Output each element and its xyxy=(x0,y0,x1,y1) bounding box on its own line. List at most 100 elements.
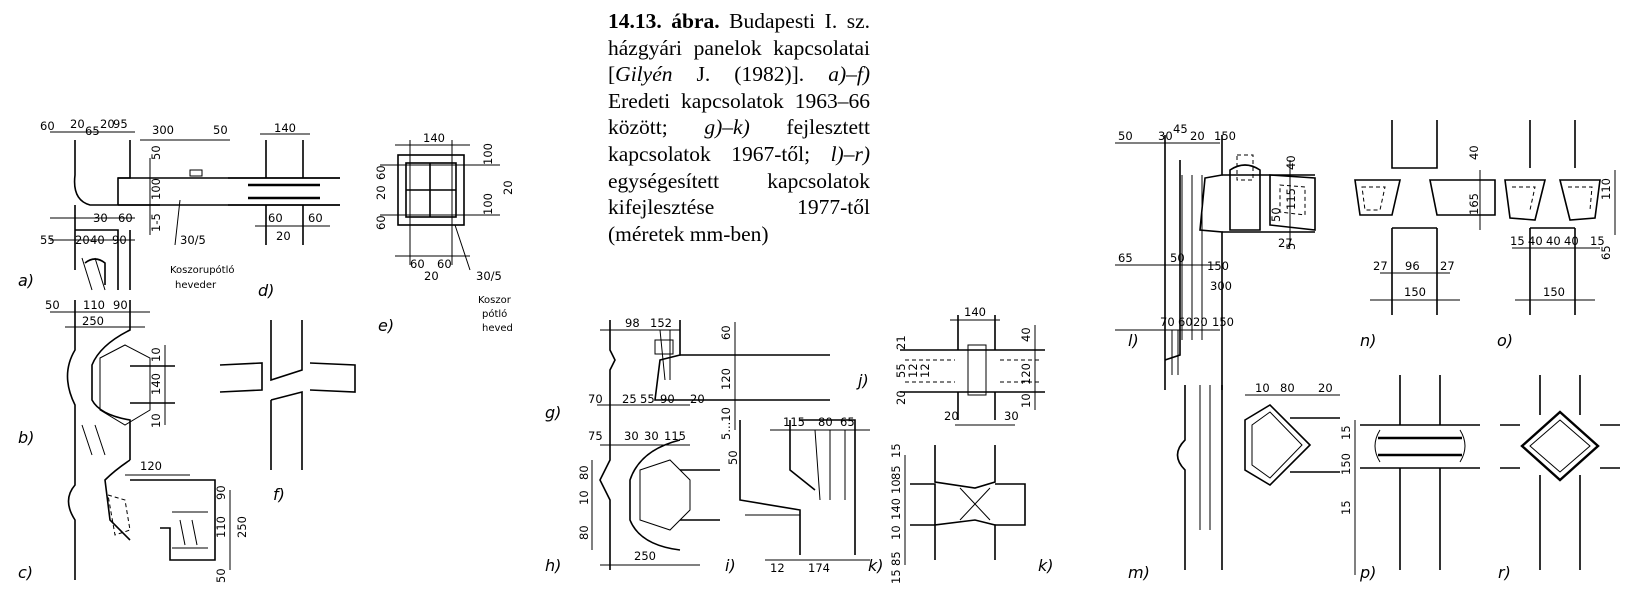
dim-text: 50 xyxy=(726,450,740,465)
dim-text: 165 xyxy=(1467,193,1481,215)
dim-text: 27 xyxy=(1440,259,1455,273)
figure-caption: 14.13. ábra. Budapesti I. sz. házgyári p… xyxy=(608,8,870,247)
panel-label-p: p) xyxy=(1359,563,1376,582)
dim-text: 50 xyxy=(213,123,228,137)
dim-text: 30 xyxy=(1158,129,1173,143)
detail-o: 110 15 40 40 40 15 65 150 o) xyxy=(1497,120,1616,350)
dim-text: 115 xyxy=(1284,188,1298,210)
note-text: pótló xyxy=(482,308,507,320)
panel-label-l: l) xyxy=(1128,331,1139,350)
dim-text: 70 xyxy=(1160,315,1175,329)
dim-text: 10 xyxy=(889,525,903,540)
dim-text: 10 xyxy=(889,479,903,494)
dim-text: 100 xyxy=(149,178,163,200)
dim-text: 55 xyxy=(894,363,908,378)
dim-text: 85 xyxy=(889,551,903,566)
dim-text: 65 xyxy=(85,124,100,138)
dim-text: 20 xyxy=(276,229,291,243)
panel-label-o: o) xyxy=(1497,331,1513,350)
dim-text: 21 xyxy=(894,335,908,350)
figure-number: 14.13. ábra. xyxy=(608,9,720,33)
dim-text: 15 xyxy=(889,443,903,458)
dim-text: 15 xyxy=(1339,425,1353,440)
dim-text: 20 xyxy=(894,390,908,405)
dim-text: 90 xyxy=(113,298,128,312)
panel-label-k-left: k) xyxy=(868,556,884,575)
dim-text: 20 xyxy=(690,392,705,406)
dim-text: 20 xyxy=(100,117,115,131)
dim-text: 5 xyxy=(1284,243,1298,250)
dim-text: 65 xyxy=(1599,245,1613,260)
dim-text: 60 xyxy=(374,165,388,180)
dim-text: 60 xyxy=(268,211,283,225)
dim-text: 40 xyxy=(1467,145,1481,160)
dim-text: 12 xyxy=(770,561,785,575)
dim-text: 30 xyxy=(1004,409,1019,423)
dim-text: 15 xyxy=(889,569,903,584)
dim-text: 40 xyxy=(1019,327,1033,342)
detail-h: 75 30 30 115 80 10 80 250 h) xyxy=(545,420,720,575)
detail-m: 10 80 20 m) xyxy=(1128,381,1340,582)
dim-text: 40 xyxy=(1564,234,1579,248)
detail-k: 15 85 10 140 10 85 15 k) k) xyxy=(868,443,1054,584)
dim-text: 15 xyxy=(1510,234,1525,248)
dim-text: 65 xyxy=(840,415,855,429)
dim-text: 20 xyxy=(944,409,959,423)
dim-text: 110 xyxy=(1599,178,1613,200)
caption-text-5: egységesített kapcsolatok kifejlesztése … xyxy=(608,168,870,246)
dim-text: 300 xyxy=(152,123,174,137)
dim-text: 15 xyxy=(1339,500,1353,515)
dim-text: 150 xyxy=(1339,453,1353,475)
dim-text: 45 xyxy=(1173,122,1188,136)
dim-text: 140 xyxy=(423,131,445,145)
dim-text: 25 xyxy=(622,392,637,406)
dim-text: 20 xyxy=(1190,129,1205,143)
panel-label-g: g) xyxy=(545,403,561,422)
panel-label-h: h) xyxy=(545,556,561,575)
dim-text: 140 xyxy=(964,305,986,319)
dim-text: 5...10 xyxy=(719,407,733,440)
dim-text: 110 xyxy=(83,298,105,312)
dim-text: 140 xyxy=(889,498,903,520)
dim-text: 250 xyxy=(634,549,656,563)
dim-text: 30 xyxy=(624,429,639,443)
detail-e: 140 60 20 60 100 100 20 60 60 20 30/5 Ko… xyxy=(374,131,515,335)
dim-text: 174 xyxy=(808,561,830,575)
dim-text: 40 xyxy=(90,233,105,247)
dim-text: 40 xyxy=(1284,155,1298,170)
dim-text: 250 xyxy=(82,314,104,328)
dim-text: 20 xyxy=(75,233,90,247)
dim-text: 90 xyxy=(214,485,228,500)
dim-text: 10 xyxy=(149,413,163,428)
dim-text: 20 xyxy=(1318,381,1333,395)
dim-text: 20 xyxy=(424,269,439,283)
dim-text: 27 xyxy=(1373,259,1388,273)
dim-text: 65 xyxy=(1118,251,1133,265)
dim-text: 150 xyxy=(1207,259,1229,273)
caption-range-af: a)–f) xyxy=(828,62,870,87)
dim-text: 60 xyxy=(40,119,55,133)
dim-text: 96 xyxy=(1405,259,1420,273)
dim-text: 60 xyxy=(308,211,323,225)
dim-text: 20 xyxy=(70,117,85,131)
dim-text: 115 xyxy=(664,429,686,443)
caption-range-gk: g)–k) xyxy=(704,115,750,140)
dim-text: 50 xyxy=(149,145,163,160)
dim-text: 110 xyxy=(214,516,228,538)
dim-text: 55 xyxy=(640,392,655,406)
dim-text: 60 xyxy=(410,257,425,271)
panel-label-k-right: k) xyxy=(1038,556,1054,575)
detail-i: 115 80 65 50 12 174 i) xyxy=(725,415,870,575)
dim-text: 50 xyxy=(214,568,228,583)
dim-text: 120 xyxy=(719,368,733,390)
panel-label-a: a) xyxy=(18,271,34,290)
dim-text: 60 xyxy=(1178,315,1193,329)
dim-text: 60 xyxy=(118,211,133,225)
caption-text-1: Budapesti I. sz. házgyári panelok kapcso… xyxy=(608,9,870,87)
dim-text: 75 xyxy=(588,429,603,443)
dim-text: 90 xyxy=(112,233,127,247)
detail-a: 60 20 65 20 95 300 50 50 100 1-5 30 60 5… xyxy=(18,117,340,291)
dim-text: 30 xyxy=(644,429,659,443)
dim-text: 152 xyxy=(650,316,672,330)
